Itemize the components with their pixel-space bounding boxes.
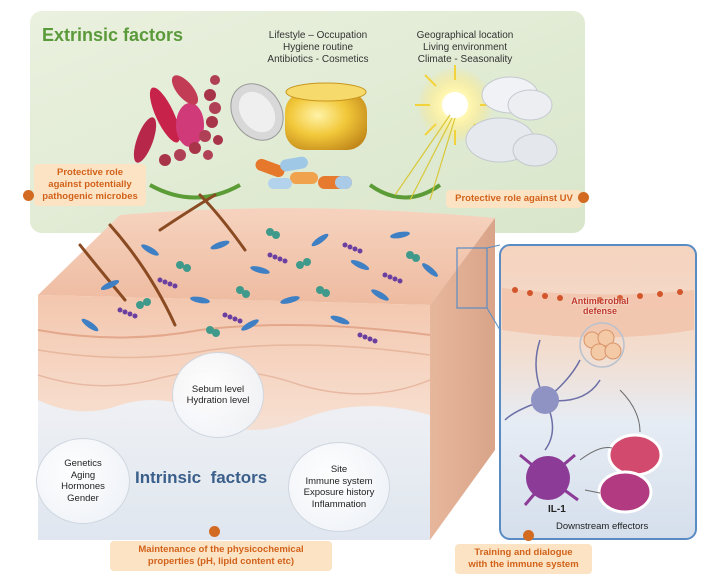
geo-line: Climate - Seasonality bbox=[417, 54, 513, 65]
sun-and-clouds bbox=[394, 65, 558, 201]
bubble-sebum-hydration: Sebum level Hydration level bbox=[172, 352, 264, 438]
lifestyle-line: Lifestyle – Occupation bbox=[268, 30, 368, 41]
antimicrobial-defense-label: Antimicrobial defense bbox=[565, 296, 635, 316]
skin-side bbox=[430, 218, 495, 540]
lifestyle-factors: Lifestyle – Occupation Hygiene routine A… bbox=[243, 30, 393, 66]
label-training: Training and dialogue with the immune sy… bbox=[455, 544, 592, 574]
label-protective-microbes: Protective role against potentially path… bbox=[34, 164, 146, 206]
intrinsic-title: Intrinsic factors bbox=[135, 468, 268, 487]
marker-dot bbox=[209, 526, 220, 537]
bubble-line: Genetics bbox=[64, 458, 102, 469]
bubble-line: Gender bbox=[67, 492, 99, 504]
hairs bbox=[78, 193, 247, 327]
downstream-effectors-label: Downstream effectors bbox=[556, 521, 649, 532]
bubble-line: Aging bbox=[70, 469, 96, 481]
marker-dot bbox=[578, 192, 589, 203]
cosmetic-jar bbox=[230, 82, 367, 150]
bubble-line: Hormones bbox=[61, 481, 105, 492]
label-line: defense bbox=[582, 306, 617, 316]
skin-microbiota bbox=[81, 228, 438, 344]
geo-line: Living environment bbox=[423, 42, 507, 53]
bubble-site-immune: Site Immune system Exposure history Infl… bbox=[288, 442, 390, 532]
label-line: Training and dialogue bbox=[474, 547, 573, 558]
label-maintenance: Maintenance of the physicochemical prope… bbox=[110, 541, 332, 571]
bubble-line: Site bbox=[330, 464, 348, 475]
bubble-line: Hydration level bbox=[186, 395, 250, 406]
label-line: properties (pH, lipid content etc) bbox=[147, 556, 295, 567]
marker-dot bbox=[23, 190, 34, 201]
bubble-line: Exposure history bbox=[303, 487, 375, 498]
bubble-genetics: Genetics Aging Hormones Gender bbox=[36, 438, 130, 524]
label-line: with the immune system bbox=[468, 559, 579, 570]
bubble-line: Inflammation bbox=[311, 498, 367, 510]
bubble-line: Sebum level bbox=[191, 383, 245, 395]
microbes-cluster bbox=[133, 75, 223, 166]
lifestyle-line: Hygiene routine bbox=[282, 42, 354, 53]
bubble-line: Immune system bbox=[305, 475, 373, 487]
geography-factors: Geographical location Living environment… bbox=[390, 30, 540, 66]
label-protective-uv: Protective role against UV bbox=[446, 190, 582, 208]
marker-dot bbox=[523, 530, 534, 541]
geo-line: Geographical location bbox=[416, 30, 514, 41]
label-line: Protective role bbox=[57, 167, 123, 178]
label-line: Maintenance of the physicochemical bbox=[138, 544, 304, 555]
il1-label: IL-1 bbox=[548, 504, 566, 515]
pills bbox=[255, 156, 352, 189]
label-line: Antimicrobial bbox=[571, 296, 629, 306]
lifestyle-line: Antibiotics - Cosmetics bbox=[267, 54, 369, 65]
label-line: against potentially bbox=[48, 179, 132, 190]
extrinsic-title: Extrinsic factors bbox=[42, 25, 184, 45]
label-line: pathogenic microbes bbox=[42, 191, 138, 202]
